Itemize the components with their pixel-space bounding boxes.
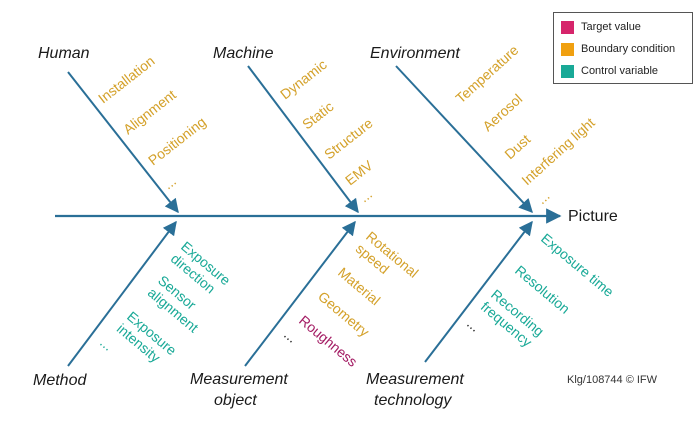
legend-item-control-variable: Control variable xyxy=(561,63,658,79)
legend-label-boundary-condition: Boundary condition xyxy=(581,43,676,55)
cause-environment-aerosol: Aerosol xyxy=(479,91,525,135)
cause-human-alignment: Alignment xyxy=(120,86,179,137)
category-method: Method xyxy=(33,372,87,389)
legend-item-target-value: Target value xyxy=(561,19,641,35)
category-measurement-object: Measurement object xyxy=(190,371,292,409)
cause-environment-dust: Dust xyxy=(501,131,533,162)
bone-machine xyxy=(247,65,359,214)
cause-machine-structure: Structure xyxy=(321,115,376,163)
cause-environment-more: ... xyxy=(533,188,552,208)
effect-label: Picture xyxy=(568,208,618,225)
cause-human-more: ... xyxy=(160,173,179,193)
category-measurement-technology-line1: Measurement xyxy=(366,371,464,388)
bone-measurement-technology xyxy=(424,220,533,363)
bone-human xyxy=(67,71,179,214)
legend-swatch-target-value xyxy=(561,20,574,34)
bone-method xyxy=(67,220,177,367)
credit-text: Klg/108744 © IFW xyxy=(567,374,658,386)
bone-environment xyxy=(395,65,533,214)
category-measurement-technology-line2: technology xyxy=(374,392,452,409)
category-measurement-object-line2: object xyxy=(214,392,257,409)
category-measurement-object-line1: Measurement xyxy=(190,371,288,388)
category-environment: Environment xyxy=(370,45,460,62)
cause-object-more: ... xyxy=(281,326,300,346)
cause-human-installation: Installation xyxy=(95,53,158,107)
category-human: Human xyxy=(38,45,90,62)
cause-machine-emv: EMV xyxy=(342,157,376,189)
bone-measurement-object xyxy=(244,220,356,367)
cause-technology-more: ... xyxy=(464,315,483,335)
category-machine: Machine xyxy=(213,45,274,62)
cause-machine-dynamic: Dynamic xyxy=(277,56,330,102)
legend-swatch-boundary-condition xyxy=(561,42,574,56)
cause-environment-interfering-light: Interfering light xyxy=(518,114,598,188)
legend-label-target-value: Target value xyxy=(581,21,641,33)
cause-machine-static: Static xyxy=(299,98,336,132)
category-measurement-technology: Measurement technology xyxy=(366,371,468,409)
legend-label-control-variable: Control variable xyxy=(581,65,659,77)
cause-human-positioning: Positioning xyxy=(145,114,209,169)
cause-method-more: ... xyxy=(97,334,116,354)
cause-machine-more: ... xyxy=(356,186,375,206)
legend-swatch-control-variable xyxy=(561,64,574,78)
legend-item-boundary-condition: Boundary condition xyxy=(561,41,675,57)
legend: Target value Boundary condition Control … xyxy=(553,12,693,84)
